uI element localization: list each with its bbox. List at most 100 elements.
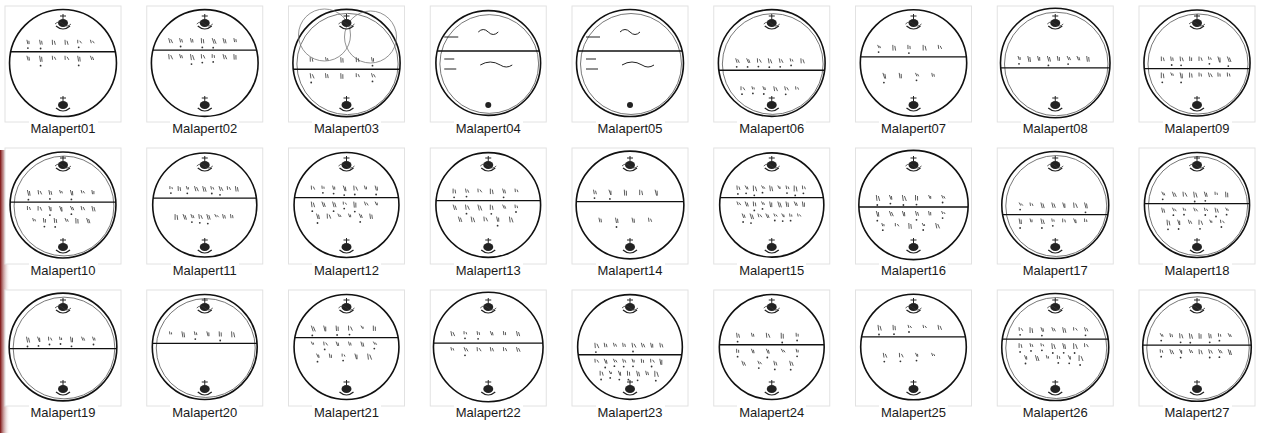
sun-disc [293,9,400,116]
file-name: Malapert10 [29,263,98,279]
sunspot-thumbnail [714,290,830,406]
sunspot-thumbnail [5,6,121,122]
ecliptic-line [295,337,398,338]
emblem [1190,238,1204,253]
file-name: Malapert08 [1021,121,1090,137]
emblem [340,14,354,29]
sunspot-thumbnail [430,6,546,122]
emblem [198,156,212,171]
sunspot-thumbnail [289,290,405,406]
emblem [765,14,779,29]
sun-disc [718,10,825,117]
file-name: Malapert16 [879,263,948,279]
sun-disc [576,151,684,259]
sun-disc [1144,10,1250,116]
sunspot-thumbnail [147,148,263,264]
sun-disc [720,153,824,257]
sunspot-thumbnail [5,148,121,264]
file-name: Malapert24 [737,405,806,421]
emblem [56,156,70,171]
sunspot-thumbnail [572,290,688,406]
ecliptic-line [295,197,399,198]
file-name: Malapert15 [737,263,806,279]
ecliptic-line [152,343,257,344]
emblem [1048,156,1062,171]
ecliptic-line [437,50,539,51]
file-name: Malapert18 [1163,263,1232,279]
ecliptic-line [11,51,116,52]
ecliptic-line [434,342,543,343]
emblem [340,156,354,171]
sunspot-thumbnail [856,148,972,264]
emblem [56,380,70,395]
sun-disc [151,10,258,117]
sunspot-thumbnail [5,290,121,406]
ecliptic-line [578,50,682,51]
sun-disc [10,10,117,117]
file-name: Malapert12 [312,263,381,279]
sunspot-thumbnail [714,6,830,122]
file-name: Malapert01 [29,121,98,137]
ecliptic-line [719,344,824,345]
sunspot-thumbnail [147,6,263,122]
file-name: Malapert11 [171,263,239,279]
emblem [907,298,921,313]
emblem [56,298,70,313]
emblem [623,238,637,253]
sun-disc [433,292,543,402]
emblem [907,14,921,29]
ecliptic-line [862,336,966,337]
file-name: Malapert07 [879,121,948,137]
sunspot-thumbnail [147,290,263,406]
emblem [481,380,495,395]
emblem [765,238,779,253]
sun-disc [153,153,257,257]
sunspot-thumbnail [430,148,546,264]
sunspot-thumbnail [572,148,688,264]
file-name: Malapert22 [454,405,523,421]
emblem [907,156,921,171]
sunspot-thumbnail [714,148,830,264]
ecliptic-line [1001,67,1110,68]
file-name: Malapert06 [737,121,806,137]
ecliptic-line [719,70,825,71]
file-name: Malapert02 [170,121,239,137]
emblem [1190,14,1204,29]
emblem [1190,96,1204,111]
file-name: Malapert21 [312,405,381,421]
emblem [1048,14,1062,29]
emblem [198,298,212,313]
emblem [198,14,212,29]
ecliptic-line [720,197,823,198]
sun-disc [436,11,541,116]
sunspot-thumbnail [856,290,972,406]
emblem [1048,238,1062,253]
ecliptic-line [153,49,257,50]
sun-disc [577,10,684,117]
file-name: Malapert19 [29,405,98,421]
sun-disc [294,295,399,400]
emblem [481,298,495,313]
emblem [907,96,921,111]
sun-disc [152,295,257,400]
emblem [1048,298,1062,313]
emblem [1190,156,1204,171]
ecliptic-line [1144,203,1249,204]
ecliptic-line [293,69,399,70]
emblem [340,298,354,313]
file-name: Malapert09 [1163,121,1232,137]
sun-disc [1143,293,1252,402]
sun-disc [1144,152,1249,257]
sun-disc [578,295,683,400]
sunspot-thumbnail [856,6,972,122]
sun-disc [1002,294,1109,401]
emblem [340,380,354,395]
emblem [340,96,354,111]
emblem [56,14,70,29]
file-name: Malapert13 [454,263,523,279]
emblem [1190,380,1204,395]
emblem [198,238,212,253]
ecliptic-line [861,56,967,57]
emblem [907,380,921,395]
emblem [765,380,779,395]
